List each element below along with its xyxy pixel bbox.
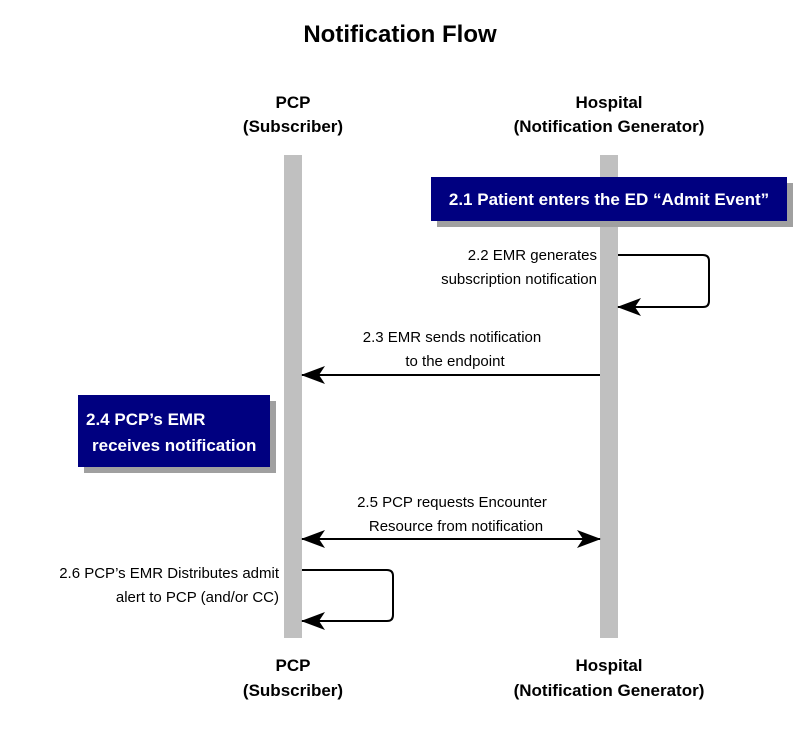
actor-hospital-role-bottom: (Notification Generator)	[514, 681, 705, 700]
actor-hospital-name-bottom: Hospital	[575, 656, 642, 675]
actor-hospital-role-top: (Notification Generator)	[514, 117, 705, 136]
step-2-6-self-arrow	[301, 569, 394, 630]
step-2-4-label-line2: receives notification	[92, 436, 256, 455]
step-2-5-label-line2: Resource from notification	[369, 518, 543, 535]
lifeline-hospital	[600, 155, 618, 638]
step-2-2-label-line2: subscription notification	[441, 271, 597, 288]
actor-hospital-name-top: Hospital	[575, 93, 642, 112]
actor-pcp-name-bottom: PCP	[276, 656, 311, 675]
actor-pcp-name-top: PCP	[276, 93, 311, 112]
step-2-3-label-line2: to the endpoint	[405, 353, 505, 370]
step-2-6-label-line1: 2.6 PCP’s EMR Distributes admit	[59, 565, 280, 582]
step-2-1-label: 2.1 Patient enters the ED “Admit Event”	[449, 190, 769, 209]
actor-pcp-role-bottom: (Subscriber)	[243, 681, 343, 700]
step-2-6-label-line2: alert to PCP (and/or CC)	[116, 589, 279, 606]
diagram-title: Notification Flow	[303, 21, 497, 48]
step-2-4-box: 2.4 PCP’s EMR receives notification	[78, 395, 276, 473]
lifeline-pcp	[284, 155, 302, 638]
step-2-3-label-line1: 2.3 EMR sends notification	[363, 329, 541, 346]
step-2-2-label-line1: 2.2 EMR generates	[468, 247, 597, 264]
step-2-1-box: 2.1 Patient enters the ED “Admit Event”	[431, 177, 793, 227]
step-2-2-self-arrow	[617, 254, 710, 316]
step-2-4-label-line1: 2.4 PCP’s EMR	[86, 410, 205, 429]
actor-pcp-role-top: (Subscriber)	[243, 117, 343, 136]
step-2-5-label-line1: 2.5 PCP requests Encounter	[357, 494, 547, 511]
